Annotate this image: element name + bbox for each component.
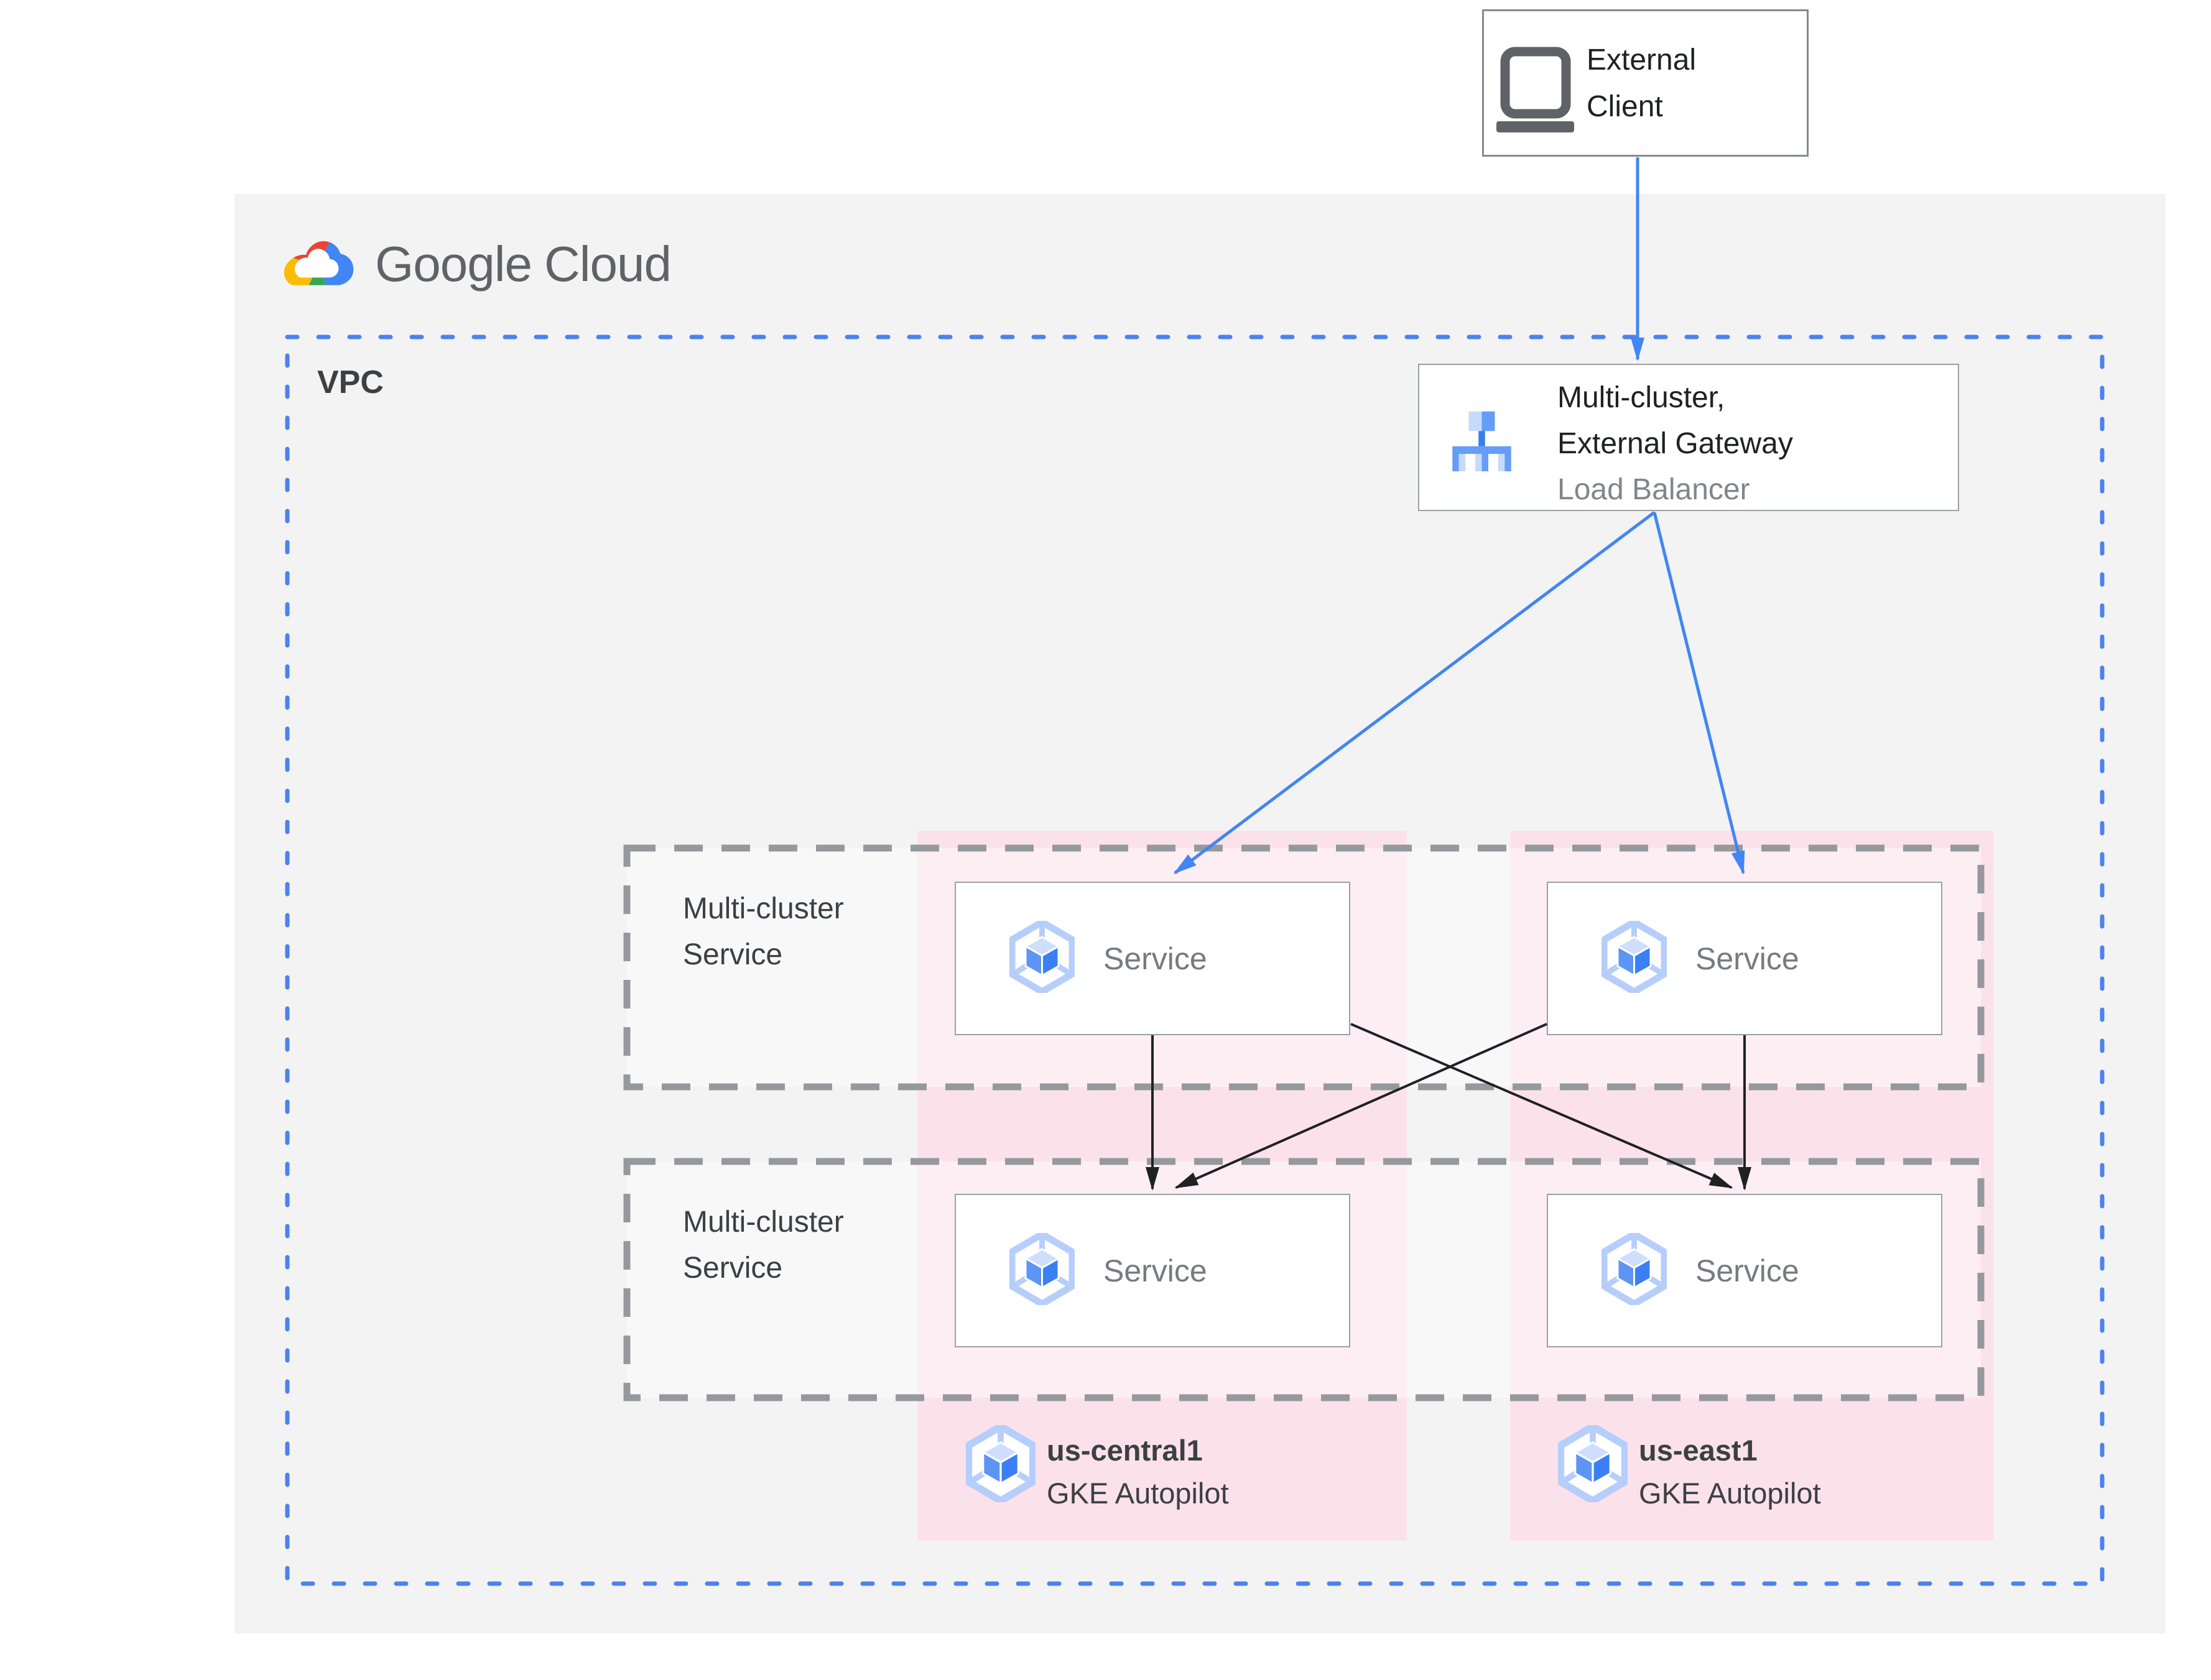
multi-cluster-gateway-node: Multi-cluster, External Gateway Load Bal… [1418,364,1959,511]
external-client-line1: External [1587,43,1697,76]
cluster-platform-name: GKE Autopilot [1047,1477,1229,1510]
gke-service-icon [1009,921,1075,996]
service-node-3: Service [955,1194,1350,1347]
external-client-line2: Client [1587,90,1663,123]
row-1-label: Multi-cluster Service [683,886,844,978]
row-1-label-line1: Multi-cluster [683,892,844,925]
gateway-label-subtitle: Load Balancer [1557,473,1750,506]
logo-cloud: Cloud [544,236,672,292]
gateway-label: Multi-cluster, External Gateway Load Bal… [1557,375,1793,513]
row-2-label-line2: Service [683,1252,783,1285]
gke-cluster-icon [1558,1425,1628,1505]
cluster-legend-text: us-central1 GKE Autopilot [1047,1429,1229,1515]
gateway-label-line2: External Gateway [1557,427,1793,460]
cluster-platform-name: GKE Autopilot [1639,1477,1821,1510]
cluster-legend-text: us-east1 GKE Autopilot [1639,1429,1821,1515]
vpc-label: VPC [317,364,384,400]
service-label: Service [1103,941,1207,976]
cluster-region-name: us-central1 [1047,1434,1203,1467]
gke-service-icon [1601,1233,1667,1308]
service-label: Service [1103,1253,1207,1288]
laptop-icon [1496,39,1574,136]
gateway-label-line1: Multi-cluster, [1557,381,1725,414]
logo-google: Google [375,236,532,292]
gke-cluster-icon [966,1425,1036,1505]
service-node-1: Service [955,882,1350,1035]
load-balancer-icon [1449,404,1514,481]
service-node-4: Service [1547,1194,1942,1347]
service-label: Service [1695,1253,1799,1288]
gke-service-icon [1601,921,1667,996]
service-node-2: Service [1547,882,1942,1035]
google-cloud-icon [279,233,358,296]
row-2-label: Multi-cluster Service [683,1199,844,1291]
gke-service-icon [1009,1233,1075,1308]
service-label: Service [1695,941,1799,976]
external-client-label: External Client [1587,37,1696,130]
row-1-label-line2: Service [683,938,783,971]
cluster-legend-us-central1: us-central1 GKE Autopilot [966,1425,1401,1518]
row-2-label-line1: Multi-cluster [683,1206,844,1239]
cluster-legend-us-east1: us-east1 GKE Autopilot [1558,1425,1993,1518]
external-client-node: External Client [1482,9,1809,157]
cluster-region-name: us-east1 [1639,1434,1758,1467]
